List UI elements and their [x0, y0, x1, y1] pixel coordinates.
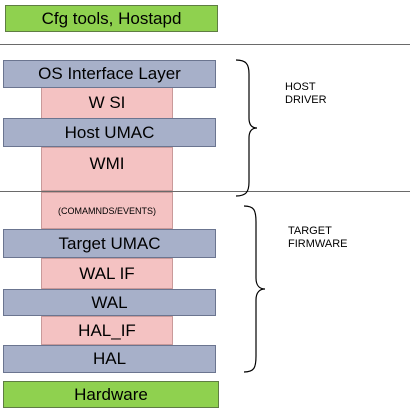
target-label-line1: TARGET: [288, 225, 332, 237]
host-driver-brace: [235, 59, 258, 197]
hal-if-label: HAL_IF: [78, 320, 136, 340]
wal-label: WAL: [91, 292, 128, 312]
wsi-label: W SI: [88, 93, 126, 112]
host-umac-label: Host UMAC: [64, 122, 155, 142]
commands-events-box: (COMAMNDS/EVENTS): [41, 192, 173, 229]
hal-label: HAL: [92, 349, 127, 368]
hardware-box: Hardware: [3, 381, 219, 408]
os-interface-layer-label: OS Interface Layer: [38, 64, 181, 83]
target-firmware-brace: [243, 205, 266, 373]
wmi-label: WMI: [89, 154, 125, 173]
host-label-line2: DRIVER: [285, 94, 327, 106]
host-driver-label: HOST DRIVER: [285, 81, 327, 107]
os-interface-layer-box: OS Interface Layer: [3, 60, 216, 88]
wal-if-box: WAL IF: [41, 258, 173, 289]
host-umac-box: Host UMAC: [3, 118, 216, 147]
cfg-tools-label: Cfg tools, Hostapd: [41, 8, 182, 28]
target-umac-box: Target UMAC: [3, 229, 216, 258]
commands-events-label: (COMAMNDS/EVENTS): [57, 205, 156, 216]
target-firmware-label: TARGET FIRMWARE: [288, 225, 347, 251]
host-divider-line: [0, 44, 410, 45]
target-label-line2: FIRMWARE: [288, 238, 348, 250]
wal-box: WAL: [3, 289, 216, 316]
hardware-label: Hardware: [74, 384, 148, 404]
wal-if-label: WAL IF: [79, 263, 135, 283]
hal-box: HAL: [3, 345, 216, 373]
target-divider-line: [0, 191, 410, 192]
target-umac-label: Target UMAC: [58, 233, 161, 253]
host-label-line1: HOST: [285, 81, 316, 93]
cfg-tools-box: Cfg tools, Hostapd: [5, 5, 218, 32]
hal-if-box: HAL_IF: [41, 316, 173, 345]
wmi-box: WMI: [41, 147, 173, 191]
